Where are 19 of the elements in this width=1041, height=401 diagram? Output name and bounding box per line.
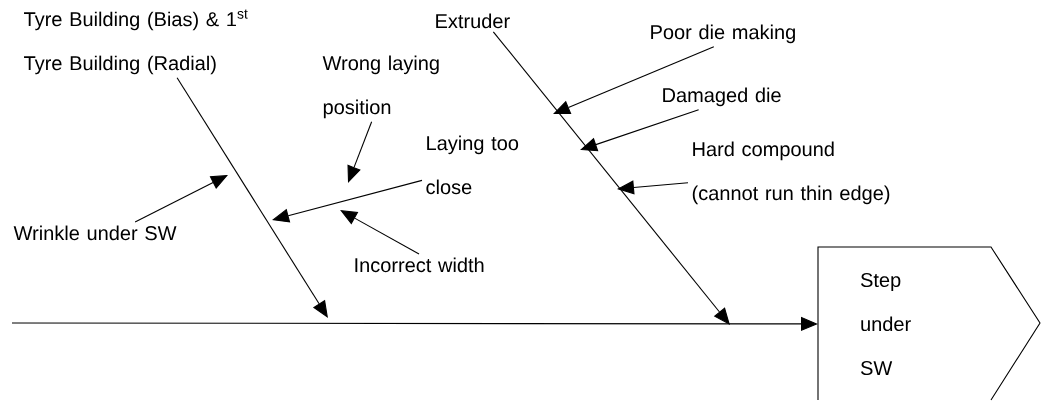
- cause-arrow: [134, 175, 228, 223]
- cause-label: Damaged die: [663, 87, 781, 107]
- category-label: Tyre Building (Bias) & 1$^{st}$ Tyre Building (Radial): [24, 9, 248, 75]
- cause-arrow: [580, 109, 700, 152]
- cause-arrow: [272, 179, 423, 223]
- bone-arrow: [492, 31, 730, 325]
- cause-label: Laying too close: [426, 135, 519, 195]
- cause-label: Wrong laying position: [322, 55, 439, 119]
- cause-label: Wrinkle under SW: [13, 225, 177, 241]
- cause-arrow: [347, 121, 373, 183]
- cause-arrow: [553, 46, 715, 115]
- cause-label: Incorrect width: [355, 257, 484, 273]
- cause-arrow: [340, 210, 420, 255]
- cause-arrow: [617, 180, 689, 195]
- cause-label: Poor die making: [651, 24, 795, 44]
- bone-arrow: [176, 77, 328, 318]
- category-label: Extruder: [436, 13, 510, 29]
- effect-head: Step under SW: [817, 246, 1041, 401]
- cause-label: Hard compound (cannot run thin edge): [692, 141, 890, 205]
